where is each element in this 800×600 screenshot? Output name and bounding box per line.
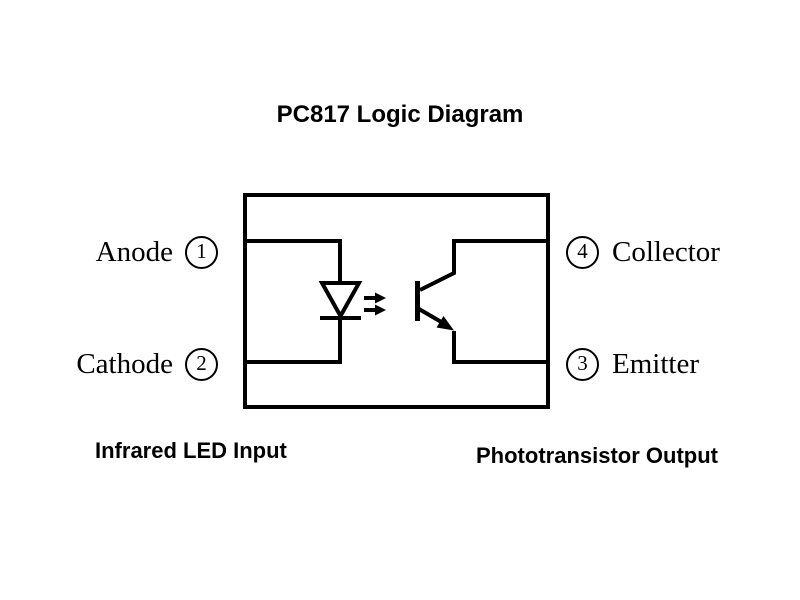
light-arrowheads <box>375 292 386 316</box>
pin-number-4: 4 <box>577 238 588 263</box>
pin-label-collector: Collector <box>612 235 720 268</box>
caption-led-input: Infrared LED Input <box>95 438 287 463</box>
caption-phototransistor-output: Phototransistor Output <box>476 443 718 468</box>
pin-row-emitter: 3 Emitter <box>566 345 699 383</box>
phototransistor-icon <box>415 239 548 364</box>
pin-number-3: 3 <box>577 350 588 375</box>
pin-label-emitter: Emitter <box>612 347 699 380</box>
package-outline <box>243 193 550 409</box>
led-diode-icon <box>318 281 363 321</box>
pin-number-2: 2 <box>196 350 207 375</box>
led-input-wires <box>245 239 342 364</box>
pin-number-4-badge: 4 <box>566 235 599 269</box>
light-arrows-icon <box>364 296 376 312</box>
pin-row-cathode: Cathode 2 <box>0 345 218 383</box>
pin-number-3-badge: 3 <box>566 347 599 381</box>
pin-number-1-badge: 1 <box>185 235 218 269</box>
emitter-arrowhead <box>436 316 454 331</box>
pin-number-1: 1 <box>196 238 207 263</box>
pin-row-anode: Anode 1 <box>0 233 218 271</box>
diagram-title: PC817 Logic Diagram <box>276 101 524 128</box>
pin-label-cathode: Cathode <box>76 347 173 380</box>
pin-row-collector: 4 Collector <box>566 233 720 271</box>
pin-number-2-badge: 2 <box>185 347 218 381</box>
pin-label-anode: Anode <box>95 235 173 268</box>
